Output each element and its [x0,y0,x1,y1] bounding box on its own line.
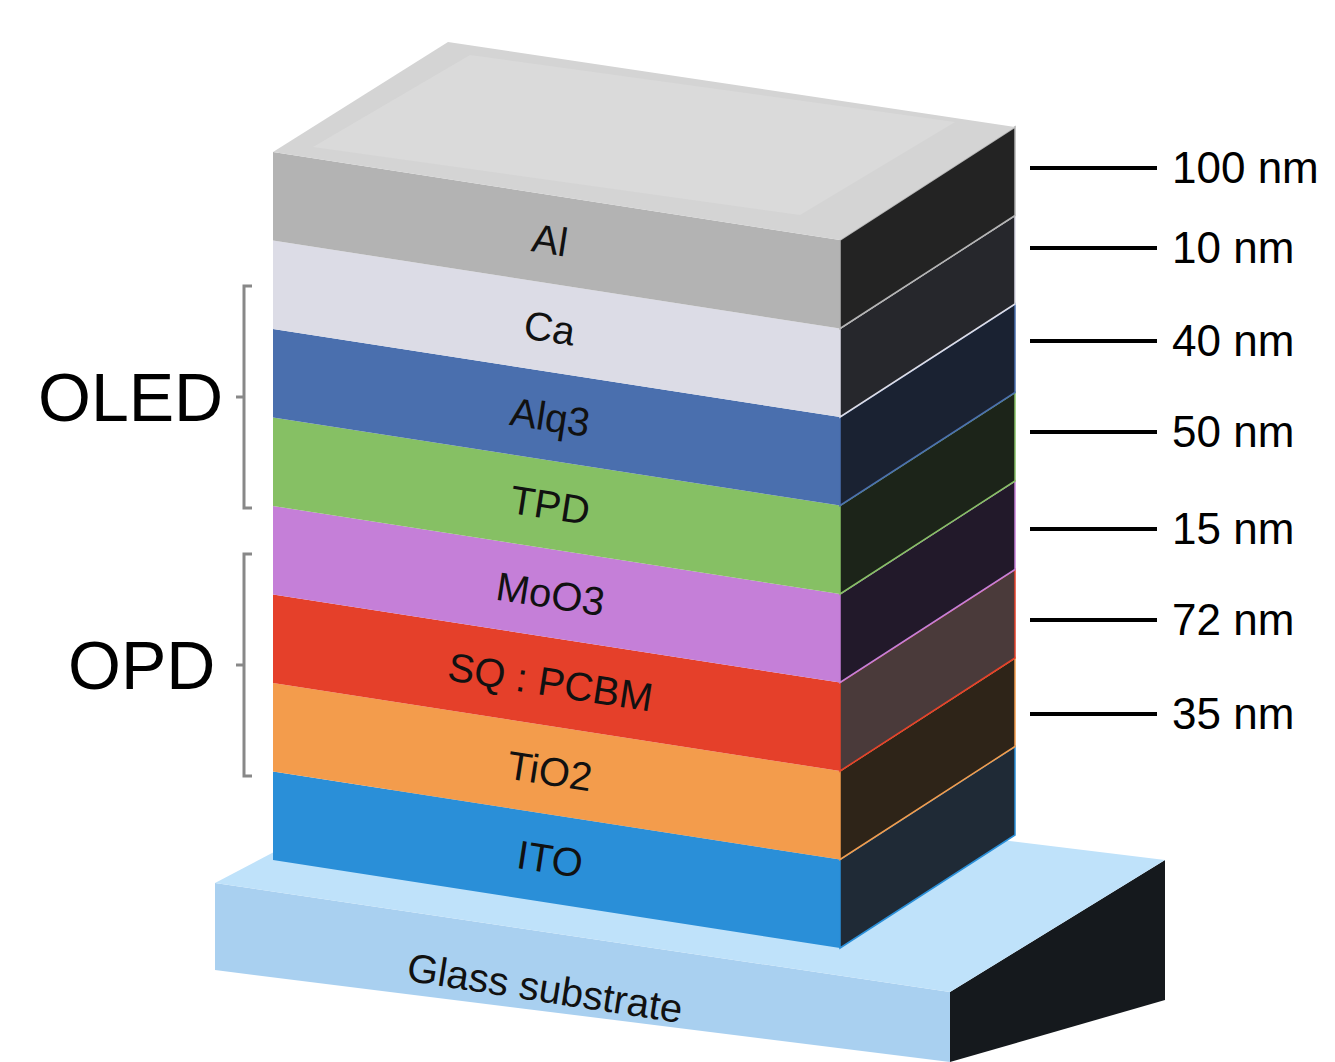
stack-layer: MoO3 [486,567,615,622]
leader-line [1030,246,1157,250]
layer-label: MoO3 [493,564,608,625]
thickness-lines [1030,168,1157,714]
substrate-layer: Glass substrate [396,961,694,1016]
layer-label: ITO [514,832,586,887]
stack-layer: SQ : PCBM [437,655,664,710]
layer-label: SQ : PCBM [444,645,655,721]
group-label: OPD [68,631,215,699]
layer-stack [273,42,1015,948]
stack-layer: ITO [507,832,593,887]
leader-line [1030,430,1157,434]
leader-line [1030,339,1157,343]
stack-layer: Ca [514,301,585,356]
bracket [244,286,252,508]
layer-label: Alq3 [507,389,593,446]
layer-label: TPD [507,477,593,534]
dimension: 100 nm [1172,146,1319,190]
stack-layer: TPD [500,478,600,533]
bracket [244,554,252,776]
stack-layer: Alq3 [500,390,600,445]
dimension: 35 nm [1172,692,1294,736]
dimension: 15 nm [1172,507,1294,551]
leader-line [1030,166,1157,170]
layer-label: Ca [521,303,578,355]
group-label: OLED [38,363,223,431]
leader-line [1030,527,1157,531]
stack-layer: Al [522,213,578,268]
stack-layer: TiO2 [497,744,602,799]
bracket-tick [236,664,244,667]
dimension: 50 nm [1172,410,1294,454]
brackets [236,286,252,776]
layer-label: TiO2 [504,742,595,800]
dimension: 10 nm [1172,226,1294,270]
dimension: 40 nm [1172,319,1294,363]
top-face-sheen [313,55,955,215]
layer-label: Al [529,215,571,265]
dimension: 72 nm [1172,598,1294,642]
leader-line [1030,712,1157,716]
leader-line [1030,618,1157,622]
top-face [273,42,1015,240]
bracket-tick [236,396,244,399]
